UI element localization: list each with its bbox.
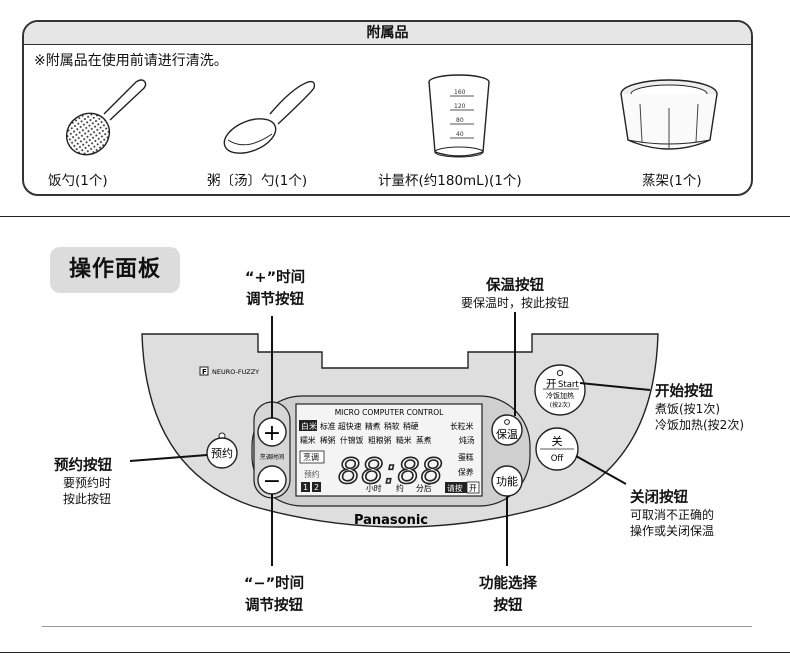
cup-mark: 120 bbox=[454, 103, 466, 110]
plus-callout-title1: “+”时间 bbox=[244, 270, 306, 286]
lcd-mode: 稍硬 bbox=[403, 421, 419, 431]
lcd-mode: 白米 bbox=[301, 421, 317, 431]
lcd-timer1: 1 bbox=[303, 483, 308, 492]
lcd-mode: 糙米 bbox=[396, 435, 412, 445]
timer-leader-line bbox=[129, 454, 208, 462]
neuro-fuzzy-badge bbox=[199, 366, 209, 376]
measuring-cup-icon: 160 120 80 40 bbox=[428, 74, 490, 158]
timer-button[interactable]: 预约 bbox=[206, 432, 238, 469]
plus-button-label: + bbox=[263, 421, 281, 446]
timer-callout-sub1: 要预约时 bbox=[63, 476, 112, 490]
page-bottom-rule bbox=[0, 652, 790, 653]
soup-spoon-icon bbox=[223, 80, 316, 154]
function-callout-title2: 按钮 bbox=[493, 598, 523, 614]
lcd-cooking-frame bbox=[299, 450, 325, 464]
lcd-unit: 分后 bbox=[416, 483, 432, 493]
start-callout-title: 开始按钮 bbox=[655, 384, 713, 400]
function-button[interactable]: 功能 bbox=[491, 465, 523, 497]
cup-mark: 80 bbox=[456, 117, 464, 124]
lcd-mode: 长粒米 bbox=[450, 421, 474, 431]
panel-bottom-rule bbox=[42, 626, 752, 627]
neuro-fuzzy-label: NEURO-FUZZY bbox=[212, 368, 259, 376]
off-callout-sub2: 操作或关闭保温 bbox=[630, 524, 715, 538]
accessories-title: 附属品 bbox=[24, 22, 751, 45]
lcd-timer-label: 预约 bbox=[304, 469, 320, 479]
lcd-mode: 标准 bbox=[320, 421, 336, 431]
accessories-note: ※附属品在使用前请进行清洗。 bbox=[34, 53, 228, 69]
lcd-press-label: 请按 bbox=[447, 483, 463, 493]
panel-title: 操作面板 bbox=[50, 247, 180, 293]
off-button[interactable]: 关 Off bbox=[535, 427, 579, 471]
keep-warm-button-label: 保温 bbox=[496, 427, 518, 441]
keep-warm-callout-sub: 要保温时，按此按钮 bbox=[460, 296, 569, 310]
rice-paddle-icon bbox=[65, 79, 147, 156]
measuring-cup-label: 计量杯(约180mL)(1个) bbox=[378, 173, 522, 189]
function-button-label: 功能 bbox=[496, 474, 518, 488]
lcd-cake-label: 蛋糕 bbox=[458, 452, 474, 462]
lcd-unit: 小时 bbox=[366, 483, 382, 493]
cup-mark: 160 bbox=[454, 89, 466, 96]
lcd-start-label: 开 bbox=[469, 484, 477, 493]
start-callout-sub1: 煮饭(按1次) bbox=[655, 402, 720, 416]
lcd-timer2-box bbox=[312, 482, 321, 492]
lcd-digits: 88:88 bbox=[338, 452, 444, 492]
timer-callout-sub2: 按此按钮 bbox=[63, 492, 112, 506]
start-button-label: 开 bbox=[546, 378, 557, 390]
lcd-white-rice-highlight bbox=[299, 420, 317, 431]
lcd-mode: 稀粥 bbox=[320, 435, 336, 445]
lcd-mode: 什锦饭 bbox=[340, 435, 364, 445]
neuro-fuzzy-badge-letter: F bbox=[202, 368, 207, 376]
start-button-sub2: (按2次) bbox=[550, 401, 571, 409]
keep-warm-button[interactable]: 保温 bbox=[491, 414, 523, 446]
minus-button[interactable]: − bbox=[257, 465, 287, 495]
rice-paddle-label: 饭勺(1个) bbox=[48, 173, 108, 189]
off-callout-title: 关闭按钮 bbox=[630, 490, 688, 506]
cup-mark: 40 bbox=[456, 131, 464, 138]
lcd-keep-label: 保养 bbox=[458, 467, 474, 477]
lcd-timer2: 2 bbox=[314, 483, 319, 492]
lcd-cooking-label: 烹调 bbox=[303, 452, 319, 462]
accessories-box: 附属品 ※附属品在使用前请进行清洗。 饭勺(1个) 粥〔汤〕勺(1个) 160 … bbox=[22, 20, 753, 196]
steam-rack-label: 蒸架(1个) bbox=[642, 173, 702, 189]
off-button-en: Off bbox=[551, 454, 565, 464]
lcd-mode: 超快速 bbox=[338, 421, 362, 431]
lcd-header: MICRO COMPUTER CONTROL bbox=[335, 408, 444, 417]
plus-button[interactable]: + bbox=[257, 417, 287, 447]
lcd-timer1-box bbox=[301, 482, 310, 492]
lcd-unit: 约 bbox=[396, 483, 404, 493]
plus-minus-caption: 烹调时间 bbox=[260, 453, 285, 461]
lcd-mode: 炖汤 bbox=[459, 435, 475, 445]
function-callout-title1: 功能选择 bbox=[479, 576, 537, 592]
keep-warm-callout-title: 保温按钮 bbox=[486, 278, 544, 294]
off-callout-sub1: 可取消不正确的 bbox=[630, 508, 715, 522]
start-leader-line bbox=[579, 382, 651, 391]
minus-callout-title1: “−”时间 bbox=[243, 576, 305, 592]
plus-callout-title2: 调节按钮 bbox=[246, 292, 304, 308]
lcd-mode: 精煮 bbox=[365, 421, 381, 431]
off-button-label: 关 bbox=[552, 434, 563, 448]
lcd-start-box bbox=[466, 481, 480, 494]
start-button-sub1: 冷饭加热 bbox=[546, 391, 574, 400]
lcd-mode: 稍软 bbox=[384, 421, 400, 431]
section-divider bbox=[0, 216, 790, 217]
minus-callout-title2: 调节按钮 bbox=[245, 598, 303, 614]
start-button-en: Start bbox=[558, 380, 579, 390]
off-leader-line bbox=[575, 455, 627, 485]
lcd-display bbox=[295, 403, 483, 497]
lcd-press-box bbox=[445, 482, 467, 493]
start-button[interactable]: 开 Start 冷饭加热 (按2次) bbox=[534, 364, 586, 416]
timer-button-label: 预约 bbox=[211, 447, 233, 460]
lcd-mode: 粗粮粥 bbox=[368, 435, 392, 445]
soup-spoon-label: 粥〔汤〕勺(1个) bbox=[207, 173, 308, 189]
start-callout-sub2: 冷饭加热(按2次) bbox=[655, 418, 744, 432]
steam-rack-icon bbox=[620, 79, 718, 150]
lcd-mode: 糯米 bbox=[300, 435, 316, 445]
minus-button-label: − bbox=[263, 469, 281, 494]
timer-callout-title: 预约按钮 bbox=[54, 458, 112, 474]
manufacturer-logo: Panasonic bbox=[354, 513, 428, 528]
lcd-mode: 蒸煮 bbox=[416, 435, 432, 445]
